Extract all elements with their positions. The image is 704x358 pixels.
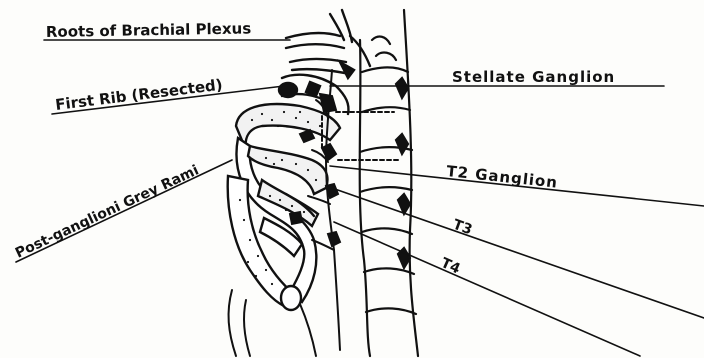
brachial-plexus-roots xyxy=(286,10,370,78)
label-roots-of-brachial-plexus: Roots of Brachial Plexus xyxy=(46,19,252,41)
label-stellate-ganglion: Stellate Ganglion xyxy=(452,68,615,86)
label-postganglionic-grey-rami: Post-ganglioni Grey Rami xyxy=(13,162,202,261)
label-t4: T4 xyxy=(438,255,462,278)
label-t3: T3 xyxy=(451,217,475,239)
ribs xyxy=(228,104,340,310)
label-first-rib-resected: First Rib (Resected) xyxy=(54,76,223,114)
label-t2-ganglion: T2 Ganglion xyxy=(446,162,559,192)
